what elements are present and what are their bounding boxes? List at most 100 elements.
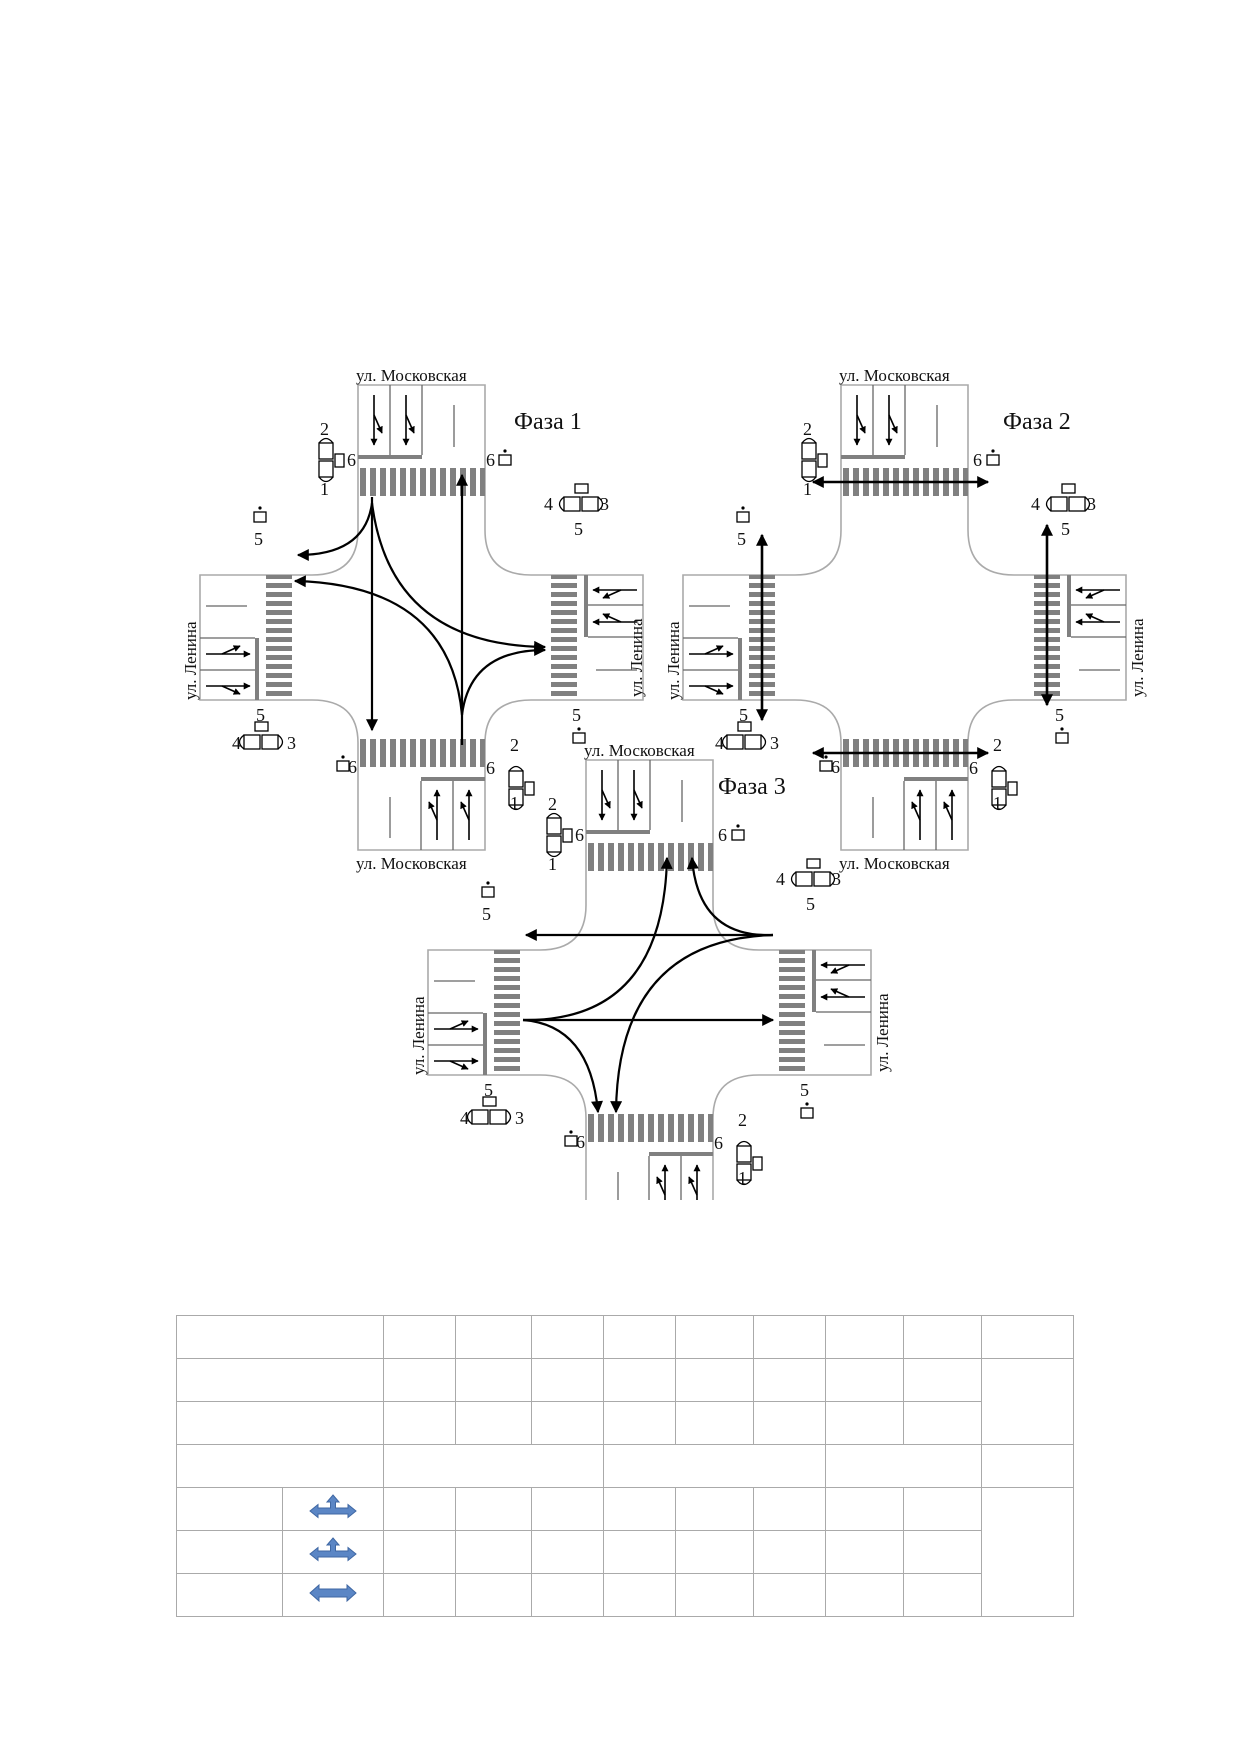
signal-number: 6 <box>714 1133 723 1153</box>
signal-number: 6 <box>575 825 584 845</box>
signal-number: 3 <box>832 869 841 889</box>
table-cell <box>531 1487 604 1531</box>
signal-number: 5 <box>800 1080 809 1100</box>
table-cell <box>825 1315 904 1359</box>
phase-title: Фаза 2 <box>1003 409 1071 435</box>
table-cell <box>603 1487 676 1531</box>
signal-number: 5 <box>739 705 748 725</box>
street-label-lenin-left: ул. Ленина <box>409 996 428 1075</box>
street-label-moscow-bottom: ул. Московская <box>839 854 950 873</box>
table-cell <box>603 1401 676 1445</box>
table-row <box>176 1315 1074 1359</box>
table-cell <box>531 1358 604 1402</box>
signal-number: 6 <box>969 758 978 778</box>
street-label-lenin-right: ул. Ленина <box>873 993 892 1072</box>
signal-number: 1 <box>993 793 1002 813</box>
street-label-lenin-right: ул. Ленина <box>1128 618 1147 697</box>
table-cell <box>825 1358 904 1402</box>
table-cell <box>603 1315 676 1359</box>
signal-number: 6 <box>831 757 840 777</box>
signal-number: 1 <box>320 479 329 499</box>
table-cell <box>825 1444 982 1488</box>
signal-number: 6 <box>347 450 356 470</box>
phase-table <box>176 1315 1074 1617</box>
signal-number: 1 <box>548 854 557 874</box>
table-cell <box>282 1573 384 1617</box>
table-cell <box>531 1573 604 1617</box>
table-cell <box>753 1530 826 1574</box>
table-cell <box>455 1315 532 1359</box>
straight-left-right-arrow-icon <box>309 1536 357 1562</box>
table-cell <box>603 1530 676 1574</box>
table-cell <box>753 1401 826 1445</box>
signal-number: 4 <box>232 733 241 753</box>
signal-number: 6 <box>486 450 495 470</box>
table-cell <box>825 1487 904 1531</box>
table-cell <box>383 1401 456 1445</box>
intersection-phase-3: ул. Московская ул. Московская ул. Ленина… <box>409 741 892 1200</box>
signal-number: 4 <box>460 1108 469 1128</box>
table-cell <box>383 1573 456 1617</box>
table-cell <box>455 1487 532 1531</box>
street-label-lenin-left: ул. Ленина <box>664 621 683 700</box>
signal-number: 3 <box>600 494 609 514</box>
signal-number: 6 <box>973 450 982 470</box>
table-cell <box>383 1358 456 1402</box>
table-cell <box>603 1573 676 1617</box>
table-cell <box>825 1573 904 1617</box>
signal-number: 1 <box>803 479 812 499</box>
signal-number: 5 <box>737 529 746 549</box>
phase-3-traffic-arrows <box>522 856 775 1114</box>
table-row <box>176 1358 1074 1445</box>
table-cell <box>753 1315 826 1359</box>
intersection-phase-1: ул. Московская ул. Московская ул. Ленина… <box>181 366 646 873</box>
signal-number: 3 <box>287 733 296 753</box>
table-cell <box>282 1530 384 1574</box>
table-cell <box>603 1444 826 1488</box>
table-cell <box>176 1530 283 1574</box>
signal-number: 5 <box>1055 705 1064 725</box>
table-cell <box>176 1358 384 1402</box>
phase-title: Фаза 3 <box>718 774 786 800</box>
table-cell <box>383 1444 604 1488</box>
table-cell <box>455 1358 532 1402</box>
signal-number: 2 <box>803 419 812 439</box>
table-cell <box>675 1487 754 1531</box>
signal-number: 6 <box>348 757 357 777</box>
table-cell <box>531 1530 604 1574</box>
table-cell <box>531 1401 604 1445</box>
signal-number: 6 <box>576 1132 585 1152</box>
signal-number: 5 <box>484 1080 493 1100</box>
phase-2-pedestrian-arrows <box>756 476 1053 759</box>
table-row <box>176 1444 1074 1488</box>
table-cell <box>531 1315 604 1359</box>
table-cell <box>282 1487 384 1531</box>
table-cell <box>675 1358 754 1402</box>
table-cell <box>753 1358 826 1402</box>
table-cell <box>176 1444 384 1488</box>
signal-number: 6 <box>486 758 495 778</box>
intersection-phase-2: ул. Московская ул. Московская ул. Ленина… <box>664 366 1147 873</box>
signal-number: 1 <box>510 793 519 813</box>
table-cell <box>981 1358 1074 1445</box>
signal-number: 3 <box>770 733 779 753</box>
table-cell <box>675 1315 754 1359</box>
signal-number: 2 <box>548 794 557 814</box>
table-cell <box>753 1573 826 1617</box>
table-cell <box>675 1573 754 1617</box>
street-label-moscow-top: ул. Московская <box>839 366 950 385</box>
signal-number: 2 <box>993 735 1002 755</box>
signal-number: 1 <box>738 1168 747 1188</box>
signal-number: 5 <box>254 529 263 549</box>
left-right-arrow-icon <box>309 1583 357 1602</box>
street-label-lenin-left: ул. Ленина <box>181 621 200 700</box>
signal-number: 4 <box>715 733 724 753</box>
signal-number: 5 <box>482 904 491 924</box>
street-label-moscow-top: ул. Московская <box>356 366 467 385</box>
phase-title: Фаза 1 <box>514 409 582 435</box>
table-cell <box>176 1487 283 1531</box>
straight-left-right-arrow-icon <box>309 1493 357 1519</box>
street-label-lenin-right: ул. Ленина <box>627 618 646 697</box>
street-label-moscow-bottom: ул. Московская <box>356 854 467 873</box>
table-row <box>176 1487 1074 1617</box>
